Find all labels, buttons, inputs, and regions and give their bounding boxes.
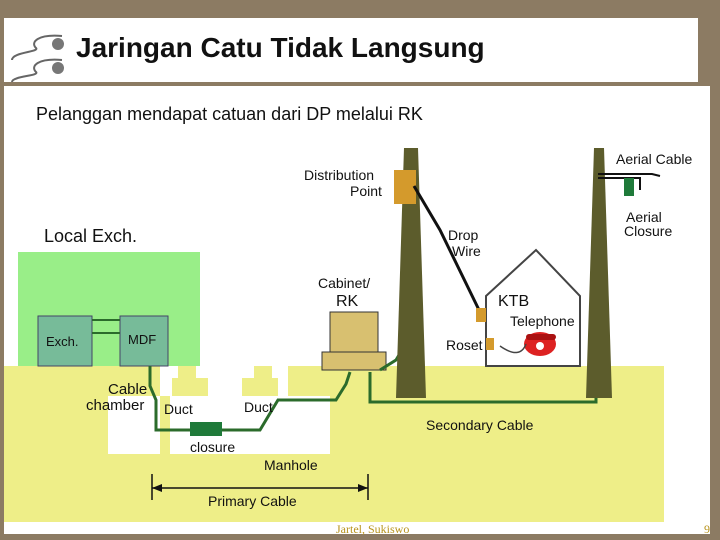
- label-closure: closure: [190, 439, 235, 455]
- label-cable-chamber-1: Cable: [108, 381, 147, 398]
- dp-box: [394, 170, 416, 204]
- label-mdf: MDF: [128, 332, 156, 347]
- cable-chamber: [108, 396, 160, 454]
- label-roset: Roset: [446, 337, 483, 353]
- label-ktb: KTB: [498, 293, 529, 310]
- manhole: [170, 396, 330, 454]
- pole-aerial: [586, 148, 612, 398]
- ktb-box: [476, 308, 486, 322]
- label-distribution-point-2: Point: [350, 183, 382, 199]
- ground: [4, 366, 664, 522]
- label-duct-left: Duct: [164, 401, 193, 417]
- title-bar: [4, 18, 698, 82]
- label-telephone: Telephone: [510, 313, 575, 329]
- slide-title: Jaringan Catu Tidak Langsung: [76, 32, 485, 63]
- slide-subtitle: Pelanggan mendapat catuan dari DP melalu…: [36, 104, 423, 124]
- mdf-box: [119, 315, 169, 367]
- aerial-cable: [598, 173, 661, 177]
- label-cabinet-2: RK: [336, 293, 359, 310]
- roset-box: [486, 338, 494, 350]
- page-number: 9: [704, 522, 710, 536]
- house: [485, 248, 581, 367]
- label-duct-right: Duct: [244, 399, 273, 415]
- primary-cable: [148, 366, 352, 432]
- cabinet-box: [329, 311, 379, 355]
- label-aerial-cable: Aerial Cable: [616, 151, 692, 167]
- telephone-icon: [499, 332, 556, 356]
- label-exch: Exch.: [46, 334, 79, 349]
- label-drop-wire-1: Drop: [448, 227, 479, 243]
- label-distribution-point-1: Distribution: [304, 167, 374, 183]
- pole-dp: [396, 148, 426, 398]
- label-cabinet-1: Cabinet/: [318, 275, 370, 291]
- label-drop-wire-2: Wire: [452, 243, 481, 259]
- exch-box: [37, 315, 93, 367]
- cabinet-base: [321, 351, 387, 371]
- label-cable-chamber-2: chamber: [86, 397, 144, 414]
- label-primary-cable: Primary Cable: [208, 493, 297, 509]
- label-aerial-closure-1: Aerial: [626, 209, 662, 225]
- label-aerial-closure-2: Closure: [624, 223, 672, 239]
- label-manhole: Manhole: [264, 457, 318, 473]
- label-secondary-cable: Secondary Cable: [426, 417, 534, 433]
- footer-text: Jartel, Sukiswo: [336, 522, 410, 536]
- label-local-exch: Local Exch.: [44, 226, 137, 246]
- closure-box: [190, 422, 222, 436]
- aerial-closure-box: [624, 178, 634, 196]
